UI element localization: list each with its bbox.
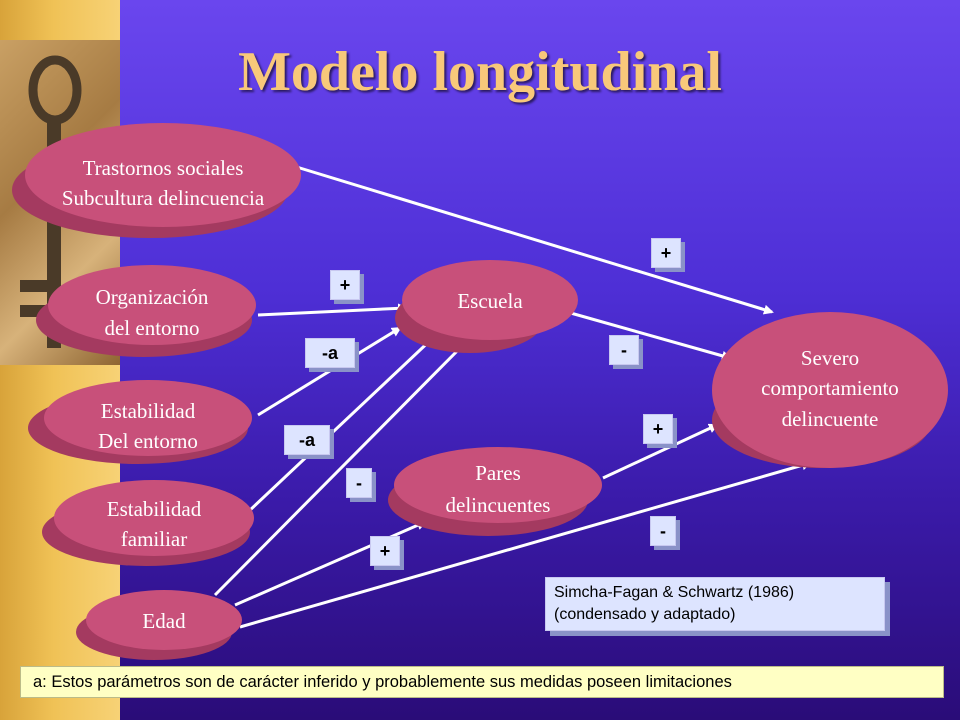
sign-edad-severo: - xyxy=(650,516,676,546)
node-trastornos-line1: Trastornos sociales xyxy=(83,156,244,180)
node-edad-line1: Edad xyxy=(142,609,186,633)
page-title: Modelo longitudinal xyxy=(238,41,722,103)
node-severo-line3: delincuente xyxy=(782,407,879,431)
node-estabilidad-entorno: Estabilidad Del entorno xyxy=(28,380,252,464)
sign-organizacion-escuela: + xyxy=(330,270,360,300)
arrow-organizacion-escuela xyxy=(257,303,408,317)
citation-box: Simcha-Fagan & Schwartz (1986) (condensa… xyxy=(545,577,885,631)
arrow-familiar-escuela xyxy=(246,333,438,514)
node-organizacion-line2: del entorno xyxy=(104,316,199,340)
sign-entorno-escuela: -a xyxy=(305,338,355,368)
node-severo: Severo comportamiento delincuente xyxy=(712,312,948,468)
sign-trastornos-severo: + xyxy=(651,238,681,268)
citation-line1: Simcha-Fagan & Schwartz (1986) xyxy=(554,584,795,601)
node-estabilidad-familiar: Estabilidad familiar xyxy=(42,480,254,566)
node-edad: Edad xyxy=(76,590,242,660)
sign-edad-pares: + xyxy=(370,536,400,566)
node-trastornos-line2: Subcultura delincuencia xyxy=(62,186,265,210)
node-pares: Pares delincuentes xyxy=(388,447,602,536)
citation-line2: (condensado y adaptado) xyxy=(554,606,736,623)
node-trastornos: Trastornos sociales Subcultura delincuen… xyxy=(12,123,301,238)
arrow-entorno-escuela xyxy=(257,326,402,417)
node-escuela-line1: Escuela xyxy=(457,289,523,313)
sign-pares-severo: + xyxy=(643,414,673,444)
node-organizacion: Organización del entorno xyxy=(36,265,256,357)
node-pares-line1: Pares xyxy=(475,461,521,485)
arrow-pares-severo xyxy=(602,423,719,480)
footnote-box: a: Estos parámetros son de carácter infe… xyxy=(20,666,944,698)
arrow-edad-escuela xyxy=(213,330,478,597)
node-severo-line2: comportamiento xyxy=(761,376,899,400)
node-severo-line1: Severo xyxy=(801,346,859,370)
arrow-trastornos-severo xyxy=(289,163,774,315)
node-escuela: Escuela xyxy=(395,260,578,353)
sign-familiar-escuela: -a xyxy=(284,425,330,455)
arrow-escuela-severo xyxy=(559,308,732,361)
arrow-edad-severo xyxy=(239,460,812,629)
node-estabilidad-familiar-line2: familiar xyxy=(121,527,187,551)
node-estabilidad-familiar-line1: Estabilidad xyxy=(107,497,202,521)
arrow-edad-pares xyxy=(234,520,427,607)
node-pares-line2: delincuentes xyxy=(446,493,551,517)
sign-escuela-severo: - xyxy=(609,335,639,365)
node-estabilidad-entorno-line2: Del entorno xyxy=(98,429,198,453)
node-organizacion-line1: Organización xyxy=(96,285,209,309)
sign-edad-escuela: - xyxy=(346,468,372,498)
node-estabilidad-entorno-line1: Estabilidad xyxy=(101,399,196,423)
